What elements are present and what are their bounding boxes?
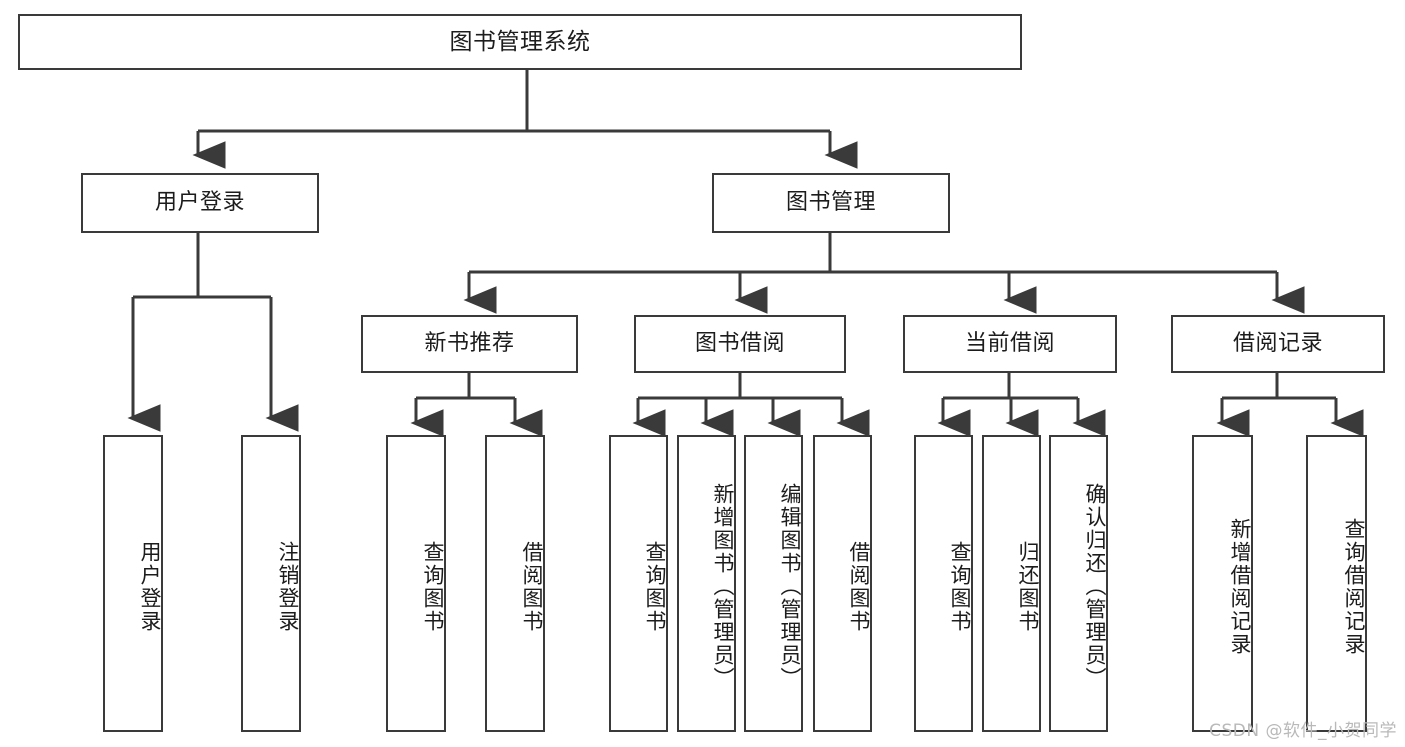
leaf-query-book-1-label: 查询图书 [421,540,445,633]
leaf-borrow-book-1-wrap: 借阅图书 [487,443,544,730]
leaf-add-record-wrap: 新增借阅记录 [1194,443,1252,730]
leaf-logout-label: 注销登录 [276,540,300,633]
leaf-query-record-label: 查询借阅记录 [1342,517,1366,656]
leaf-return-book[interactable]: 归还图书 [982,435,1041,732]
node-root[interactable]: 图书管理系统 [18,14,1022,70]
leaf-add-book-label: 新增图书（管理员） [711,483,735,690]
leaf-query-book-2-wrap: 查询图书 [611,443,667,730]
leaf-query-record-wrap: 查询借阅记录 [1308,443,1366,730]
node-borrow-record[interactable]: 借阅记录 [1171,315,1385,373]
leaf-add-book-wrap: 新增图书（管理员） [679,443,735,730]
leaf-add-record-label: 新增借阅记录 [1228,517,1252,656]
leaf-confirm-return-wrap: 确认归还（管理员） [1051,443,1107,730]
leaf-query-book-1[interactable]: 查询图书 [386,435,446,732]
node-new-book-recommend-label: 新书推荐 [424,331,515,357]
leaf-confirm-return-label: 确认归还（管理员） [1083,483,1107,690]
node-borrow-record-label: 借阅记录 [1232,331,1323,357]
node-user-login[interactable]: 用户登录 [81,173,319,233]
leaf-add-book[interactable]: 新增图书（管理员） [677,435,736,732]
leaf-borrow-book-2[interactable]: 借阅图书 [813,435,872,732]
node-user-login-label: 用户登录 [154,190,245,216]
leaf-user-login-label: 用户登录 [138,540,162,633]
leaf-return-book-wrap: 归还图书 [984,443,1040,730]
node-book-management-label: 图书管理 [785,190,876,216]
leaf-user-login[interactable]: 用户登录 [103,435,163,732]
leaf-query-record[interactable]: 查询借阅记录 [1306,435,1367,732]
csdn-watermark: CSDN @软件_小贺同学 [1209,721,1397,741]
leaf-query-book-3-label: 查询图书 [948,540,972,633]
leaf-edit-book[interactable]: 编辑图书（管理员） [744,435,803,732]
leaf-borrow-book-2-wrap: 借阅图书 [815,443,871,730]
leaf-edit-book-label: 编辑图书（管理员） [778,483,802,690]
leaf-edit-book-wrap: 编辑图书（管理员） [746,443,802,730]
leaf-borrow-book-1-label: 借阅图书 [520,540,544,633]
node-book-management[interactable]: 图书管理 [712,173,950,233]
node-new-book-recommend[interactable]: 新书推荐 [361,315,578,373]
node-current-borrow[interactable]: 当前借阅 [903,315,1117,373]
leaf-query-book-3-wrap: 查询图书 [916,443,972,730]
node-book-borrow[interactable]: 图书借阅 [634,315,846,373]
node-current-borrow-label: 当前借阅 [964,331,1055,357]
leaf-borrow-book-1[interactable]: 借阅图书 [485,435,545,732]
leaf-confirm-return[interactable]: 确认归还（管理员） [1049,435,1108,732]
leaf-user-login-wrap: 用户登录 [105,443,162,730]
leaf-logout-wrap: 注销登录 [243,443,300,730]
node-root-label: 图书管理系统 [449,28,591,55]
leaf-logout[interactable]: 注销登录 [241,435,301,732]
leaf-add-record[interactable]: 新增借阅记录 [1192,435,1253,732]
leaf-query-book-3[interactable]: 查询图书 [914,435,973,732]
leaf-query-book-2-label: 查询图书 [643,540,667,633]
node-book-borrow-label: 图书借阅 [694,331,785,357]
leaf-borrow-book-2-label: 借阅图书 [847,540,871,633]
leaf-query-book-2[interactable]: 查询图书 [609,435,668,732]
leaf-query-book-1-wrap: 查询图书 [388,443,445,730]
leaf-return-book-label: 归还图书 [1016,540,1040,633]
